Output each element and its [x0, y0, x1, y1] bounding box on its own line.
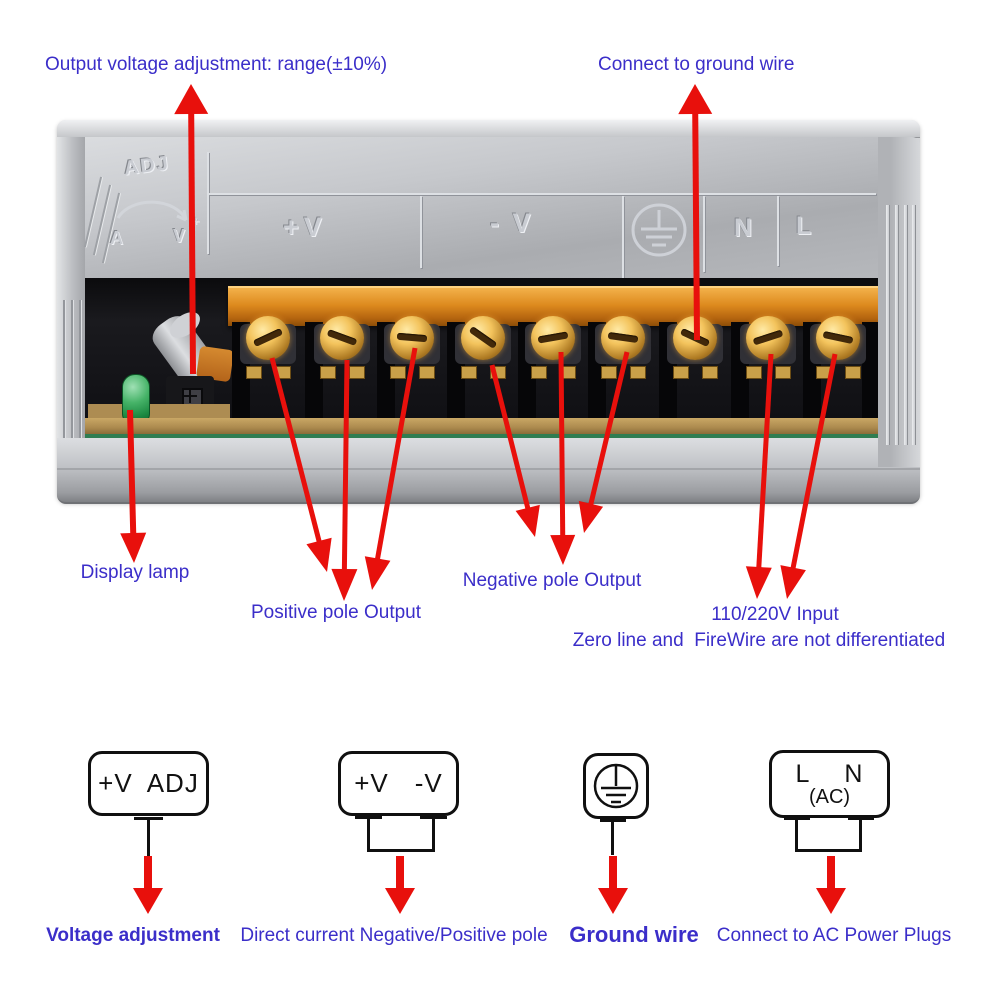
arrow-head [515, 504, 540, 537]
heatsink-fin [904, 205, 907, 445]
arrow-head [550, 534, 576, 565]
screw-foot [275, 366, 291, 379]
stem [795, 849, 862, 852]
stem [859, 817, 862, 852]
screw-foot [320, 366, 336, 379]
psu-base-seam [57, 468, 920, 470]
psu-front-panel [85, 137, 878, 283]
psu-base [57, 438, 920, 504]
legend-ac-sub: (AC) [808, 785, 851, 808]
heatsink-fin [912, 205, 915, 445]
pcb-green-edge [85, 434, 878, 438]
screw-foot [461, 366, 477, 379]
vent-slot [63, 300, 65, 450]
screw-foot [349, 366, 365, 379]
engraving-minus-v: - V [490, 208, 534, 238]
engraving-plus-v: +V [283, 212, 327, 242]
screw-foot [702, 366, 718, 379]
heatsink-fin [886, 205, 889, 445]
legend-adjust-t1: +V [98, 768, 133, 798]
legend-ac-n: N [844, 759, 864, 788]
label-dc-poles: Direct current Negative/Positive pole [240, 925, 548, 946]
stem [795, 817, 798, 852]
indicator-led [122, 374, 150, 424]
stem [367, 816, 370, 852]
legend-box-dc: +V -V [338, 751, 459, 816]
engraved-divider [703, 196, 705, 272]
psu-top-edge [57, 120, 920, 138]
engraving-l: L [796, 212, 814, 240]
stem [147, 817, 150, 857]
screw-foot [560, 366, 576, 379]
label-output-adjust: Output voltage adjustment: range(±10%) [45, 54, 388, 75]
engraved-divider [420, 196, 422, 268]
legend-box-ac: L N (AC) [769, 750, 890, 818]
screw-foot [601, 366, 617, 379]
screw-foot [419, 366, 435, 379]
vent-slot [79, 300, 81, 450]
legend-ac-l: L [795, 759, 811, 788]
legend-dc-pos: +V [354, 768, 389, 798]
screw-foot [490, 366, 506, 379]
arrow-head [816, 888, 846, 914]
engraved-divider [777, 196, 779, 266]
label-positive-output: Positive pole Output [250, 602, 422, 623]
engraved-divider [622, 196, 624, 278]
engraving-v: V [173, 226, 188, 246]
stem [611, 819, 614, 855]
screw-foot [673, 366, 689, 379]
engraving-adj-arc [116, 200, 188, 222]
arrow-head [578, 500, 604, 533]
engraving-a: A [110, 228, 125, 248]
arrow-head [364, 556, 391, 590]
heatsink-fin [895, 205, 898, 445]
engraving-plus: + [192, 213, 202, 228]
legend-dc-neg: -V [414, 768, 443, 798]
arrow-head [120, 532, 147, 563]
screw-foot [531, 366, 547, 379]
arrow-head [745, 566, 772, 599]
label-voltage-adjustment: Voltage adjustment [46, 925, 220, 946]
screw-foot [390, 366, 406, 379]
label-connect-ac: Connect to AC Power Plugs [716, 925, 952, 946]
engraving-ground-icon [631, 203, 687, 257]
screw-foot [775, 366, 791, 379]
arrow-head [780, 565, 806, 599]
arrow-head [306, 537, 332, 572]
label-ground-wire: Ground wire [569, 922, 699, 947]
arrow-head [133, 888, 163, 914]
label-negative-output: Negative pole Output [462, 570, 642, 591]
engraved-divider [207, 152, 209, 254]
label-ground-wire-top: Connect to ground wire [598, 54, 795, 75]
arrow-head [331, 568, 358, 601]
screw-foot [630, 366, 646, 379]
ground-symbol-icon [593, 763, 639, 809]
engraving-n: N [734, 214, 755, 242]
screw-foot [746, 366, 762, 379]
label-input-line1: 110/220V Input [711, 604, 839, 625]
legend-box-adjust: +V ADJ [88, 751, 209, 816]
label-display-lamp: Display lamp [80, 562, 190, 583]
trimpot-cross [184, 395, 197, 397]
legend-adjust-t2: ADJ [146, 768, 199, 798]
legend-box-ground [583, 753, 649, 819]
arrow-head [385, 888, 415, 914]
screw-foot [246, 366, 262, 379]
label-input-line2: Zero line and FireWire are not different… [572, 630, 946, 651]
pcb-edge [85, 418, 878, 434]
stem [367, 849, 435, 852]
screw-foot [845, 366, 861, 379]
terminal-separator [862, 322, 880, 418]
arrow-head [598, 888, 628, 914]
vent-slot [71, 300, 73, 450]
screw-foot [816, 366, 832, 379]
arrow-head [174, 84, 209, 115]
stem [432, 816, 435, 852]
engraved-line [209, 193, 876, 195]
arrow-head [678, 84, 713, 115]
